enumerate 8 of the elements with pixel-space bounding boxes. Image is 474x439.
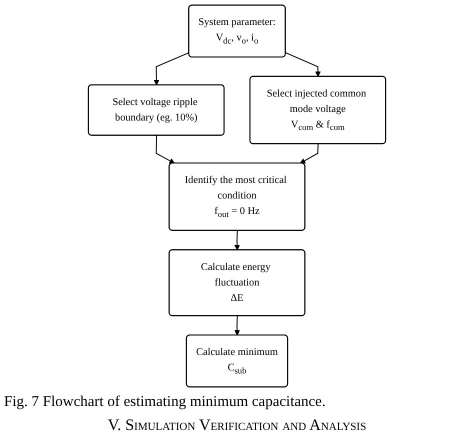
arrow <box>154 52 190 86</box>
arrow <box>156 135 175 164</box>
arrow <box>300 144 319 164</box>
figure-caption: Fig. 7 Flowchart of estimating minimum capacitance. <box>3 394 327 411</box>
section-heading: V. Simulation Verification and Analysis <box>108 417 366 435</box>
arrow <box>234 315 240 336</box>
arrow <box>234 230 240 250</box>
arrow <box>285 52 321 77</box>
